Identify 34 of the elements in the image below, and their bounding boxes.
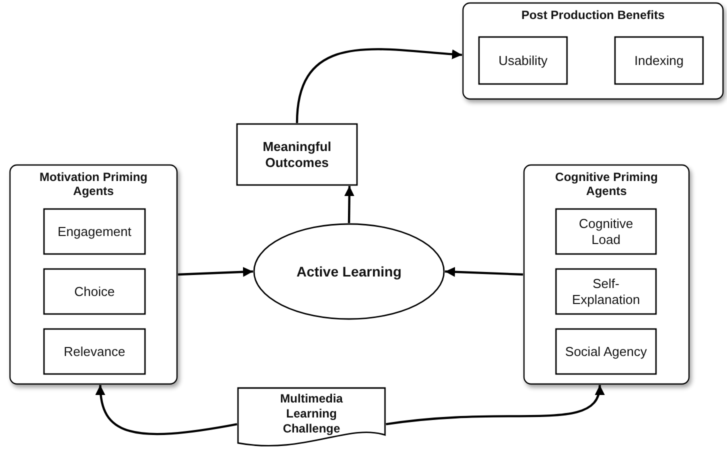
node-label: Cognitive Load bbox=[578, 215, 634, 248]
node-label: Multimedia Learning Challenge bbox=[279, 392, 344, 437]
agent-box bbox=[555, 328, 657, 375]
arrow bbox=[96, 384, 238, 436]
node-label: Indexing bbox=[633, 52, 685, 69]
node-label: Choice bbox=[73, 283, 116, 300]
panel-title: Motivation Priming Agents bbox=[39, 170, 148, 199]
agents-panel bbox=[523, 164, 690, 385]
node-label: Active Learning bbox=[295, 262, 403, 280]
benefit-box bbox=[614, 36, 704, 85]
agent-box bbox=[43, 268, 146, 315]
arrow bbox=[178, 266, 254, 277]
agent-box bbox=[555, 268, 657, 315]
process-ellipse bbox=[253, 223, 445, 320]
agent-box bbox=[43, 328, 146, 375]
arrow bbox=[344, 186, 354, 224]
agent-box bbox=[43, 208, 146, 255]
benefits-panel bbox=[462, 2, 724, 100]
panel-title: Post Production Benefits bbox=[520, 8, 666, 22]
node-label: Usability bbox=[497, 52, 549, 69]
agent-box bbox=[555, 208, 657, 255]
node-label: Relevance bbox=[62, 343, 126, 360]
node-label: Self-Explanation bbox=[571, 275, 641, 308]
benefit-box bbox=[478, 36, 568, 85]
node-label: Meaningful Outcomes bbox=[262, 138, 332, 171]
arrow bbox=[444, 266, 524, 277]
document-shape bbox=[237, 387, 386, 449]
panel-title: Cognitive Priming Agents bbox=[554, 170, 659, 199]
node-label: Social Agency bbox=[564, 343, 648, 360]
arrow bbox=[296, 48, 462, 124]
arrow bbox=[386, 384, 604, 426]
node-label: Engagement bbox=[56, 223, 132, 240]
outcome-box bbox=[236, 123, 358, 186]
agents-panel bbox=[9, 164, 178, 385]
